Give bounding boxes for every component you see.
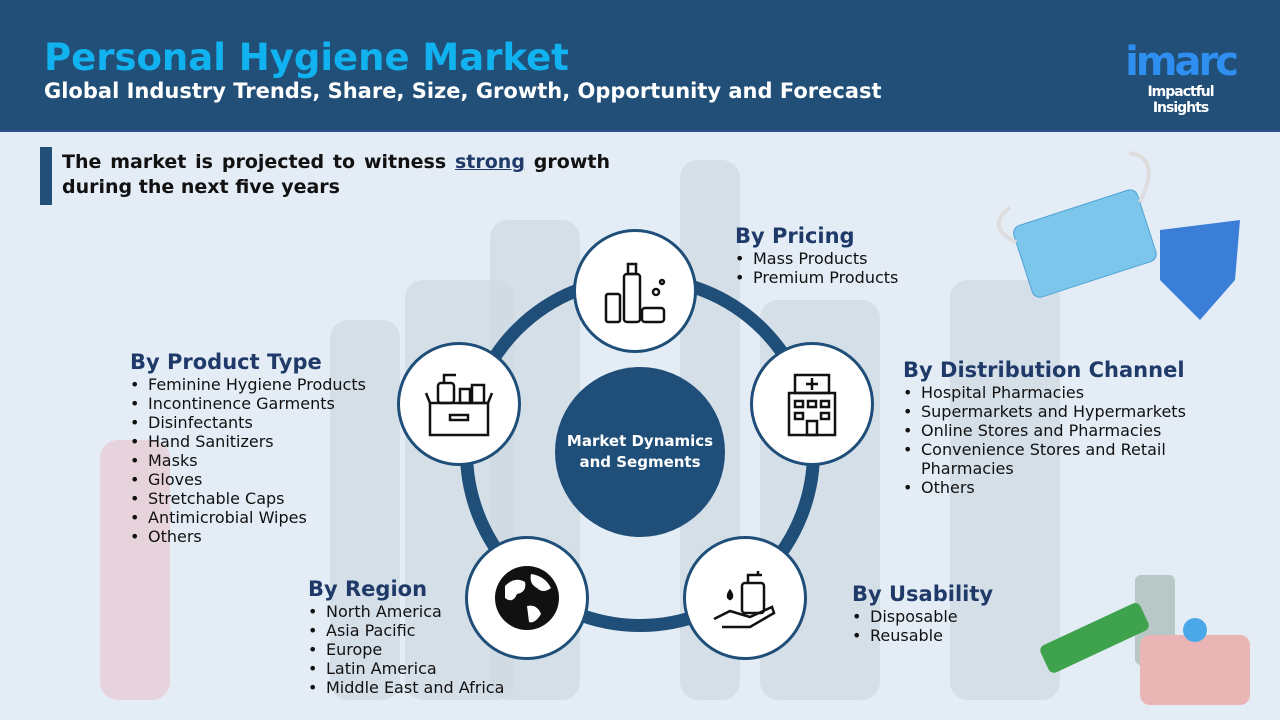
list-item: Disposable (852, 607, 993, 626)
segment-title: By Product Type (130, 350, 322, 374)
list-item: Others (130, 527, 366, 546)
logo-mark: imarc (1125, 39, 1239, 85)
product-node (397, 342, 521, 466)
page-subtitle: Global Industry Trends, Share, Size, Gro… (44, 79, 882, 103)
list-item: Europe (308, 640, 504, 659)
distribution-node (750, 342, 874, 466)
segment-usability: By Usability DisposableReusable (852, 582, 993, 645)
list-item: Antimicrobial Wipes (130, 508, 366, 527)
list-item: Disinfectants (130, 413, 366, 432)
list-item: Masks (130, 451, 366, 470)
list-item: Hospital Pharmacies (903, 383, 1203, 402)
segment-title: By Pricing (735, 224, 855, 248)
bottles-icon (604, 262, 666, 324)
list-item: Hand Sanitizers (130, 432, 366, 451)
list-item: Latin America (308, 659, 504, 678)
hospital-icon (787, 373, 837, 437)
list-item: Convenience Stores and Retail Pharmacies (903, 440, 1183, 478)
list-item: Reusable (852, 626, 993, 645)
header: Personal Hygiene Market Global Industry … (0, 0, 1280, 132)
list-item: Asia Pacific (308, 621, 504, 640)
lead-text: The market is projected to witness (62, 151, 455, 173)
center-hub: Market Dynamics and Segments (555, 367, 725, 537)
page-title: Personal Hygiene Market (44, 36, 569, 79)
hand-sanitizer-icon (713, 571, 776, 629)
list-item: Supermarkets and Hypermarkets (903, 402, 1203, 421)
segment-distribution: By Distribution Channel Hospital Pharmac… (903, 358, 1203, 497)
list-item: Online Stores and Pharmacies (903, 421, 1203, 440)
segment-region: By Region North AmericaAsia PacificEurop… (308, 577, 504, 697)
mask-gloves-image (996, 150, 1240, 320)
segment-pricing: By Pricing Mass ProductsPremium Products (735, 224, 898, 287)
lead-statement: The market is projected to witness stron… (62, 150, 610, 200)
list-item: Premium Products (735, 268, 898, 287)
list-item: Middle East and Africa (308, 678, 504, 697)
globe-icon (495, 566, 559, 630)
region-node (465, 536, 589, 660)
usability-node (683, 536, 807, 660)
list-item: Gloves (130, 470, 366, 489)
pricing-node (573, 229, 697, 353)
list-item: Stretchable Caps (130, 489, 366, 508)
lead-text-2: growth during the next five years (62, 151, 610, 198)
segment-title: By Usability (852, 582, 994, 606)
list-item: Feminine Hygiene Products (130, 375, 366, 394)
segment-product-type: By Product Type Feminine Hygiene Product… (130, 350, 366, 546)
list-item: Mass Products (735, 249, 898, 268)
list-item: North America (308, 602, 504, 621)
toiletries-image (1040, 575, 1250, 705)
list-item: Others (903, 478, 1203, 497)
lead-highlight: strong (454, 151, 525, 173)
segment-title: By Distribution Channel (903, 358, 1185, 382)
list-item: Incontinence Garments (130, 394, 366, 413)
logo-tagline: Impactful Insights (1147, 84, 1214, 116)
segment-title: By Region (308, 577, 428, 601)
hygiene-box-icon (424, 373, 494, 437)
imarc-logo: imarc Impactful Insights (1118, 40, 1243, 116)
lead-accent-bar (40, 147, 52, 205)
